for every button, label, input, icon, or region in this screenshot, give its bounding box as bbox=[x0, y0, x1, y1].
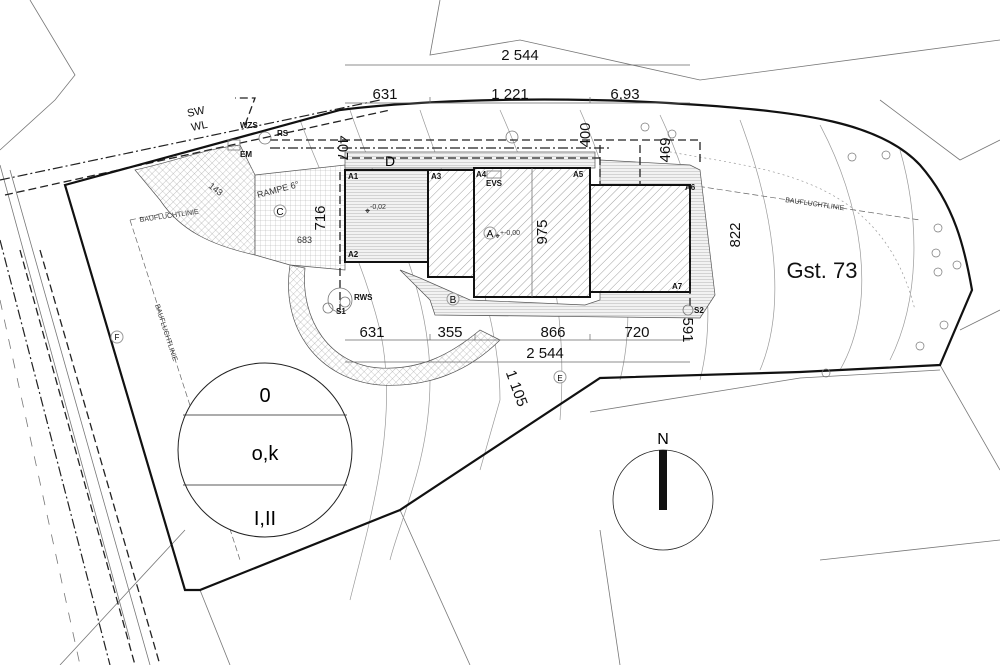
wzs-label: WZS bbox=[240, 121, 258, 130]
zoning-legend: 0 o,k I,II bbox=[177, 362, 353, 538]
dim-depth-left: 716 bbox=[312, 205, 329, 230]
dimension-lines bbox=[345, 64, 690, 363]
em-label: EM bbox=[240, 150, 252, 159]
street bbox=[0, 99, 391, 665]
dim-top-total: 2 544 bbox=[501, 47, 539, 64]
rws-label: RWS bbox=[354, 293, 373, 302]
buildings bbox=[344, 167, 691, 298]
parcel-number: Gst. 73 bbox=[787, 258, 858, 283]
legend-row-1: 0 bbox=[259, 385, 270, 407]
dim-bottom-1: 631 bbox=[359, 324, 384, 341]
corner-labels: A1 A2 A3 A4 A5 A6 A7 bbox=[348, 170, 696, 291]
dim-depth-main: 975 bbox=[534, 219, 551, 244]
zone-markers: A B C D E F bbox=[110, 153, 567, 384]
corner-a5: A5 bbox=[573, 170, 584, 179]
corner-a3: A3 bbox=[431, 172, 442, 181]
corner-a4: A4 bbox=[476, 170, 487, 179]
zone-c bbox=[254, 164, 346, 271]
building-a6-a7 bbox=[589, 184, 691, 293]
level-marker-icon: ⌖ bbox=[495, 231, 500, 241]
building-line-right bbox=[689, 184, 921, 221]
zone-a-label: A bbox=[487, 229, 494, 240]
north-label: N bbox=[657, 431, 669, 448]
zone-e-label: E bbox=[557, 374, 562, 383]
dim-bottom-2: 355 bbox=[437, 324, 462, 341]
rs-label: RS bbox=[277, 129, 289, 138]
level-marker-icon: ⌖ bbox=[365, 206, 370, 216]
dim-offset-top-mid: 400 bbox=[577, 122, 594, 147]
dim-depth-right: 822 bbox=[727, 222, 744, 247]
dim-diagonal: 1 105 bbox=[502, 368, 531, 409]
boundary-double-line bbox=[589, 369, 941, 413]
corner-a1: A1 bbox=[348, 172, 359, 181]
utility-lines bbox=[227, 97, 701, 316]
sw-label: SW bbox=[186, 104, 206, 120]
legend-row-2: o,k bbox=[252, 443, 280, 465]
dim-ramp-length: 683 bbox=[297, 235, 312, 245]
level-a1: -0,02 bbox=[370, 204, 386, 211]
corner-a6: A6 bbox=[685, 183, 696, 192]
dim-offset-top-right: 469 bbox=[657, 137, 674, 162]
dim-bottom-3: 866 bbox=[540, 324, 565, 341]
corner-a7: A7 bbox=[672, 282, 683, 291]
dim-bottom-4: 720 bbox=[624, 324, 649, 341]
zone-c-label: C bbox=[276, 207, 283, 218]
corner-a2: A2 bbox=[348, 250, 359, 259]
dim-offset-bottom-right: 591 bbox=[679, 317, 696, 342]
building-a1-a2 bbox=[344, 169, 429, 263]
dim-top-3: 6,93 bbox=[610, 86, 639, 103]
level-a: +-0,00 bbox=[500, 230, 520, 237]
zone-d-strip bbox=[344, 151, 596, 169]
dim-bottom-total: 2 544 bbox=[526, 345, 564, 362]
building-a3 bbox=[427, 169, 475, 278]
dim-offset-top-left: 407 bbox=[334, 135, 351, 160]
trees bbox=[640, 122, 962, 378]
wl-label: WL bbox=[190, 119, 209, 134]
dim-top-2: 1 221 bbox=[491, 86, 529, 103]
driveway-arc bbox=[288, 264, 501, 386]
building-line-label-3: BAUFLUCHTLINIE bbox=[785, 197, 845, 212]
property-boundary bbox=[63, 98, 974, 592]
dim-top-1: 631 bbox=[372, 86, 397, 103]
building-line-label-2: BAUFLUCHTLINIE bbox=[153, 303, 178, 362]
evs-label: EVS bbox=[486, 179, 503, 188]
zone-d-label: D bbox=[385, 153, 395, 169]
s2-label: S2 bbox=[694, 306, 704, 315]
zone-f-label: F bbox=[115, 333, 120, 342]
zone-b-label: B bbox=[450, 295, 457, 306]
s1-label: S1 bbox=[336, 307, 346, 316]
north-arrow-icon: N bbox=[612, 431, 714, 551]
legend-row-3: I,II bbox=[254, 508, 276, 530]
